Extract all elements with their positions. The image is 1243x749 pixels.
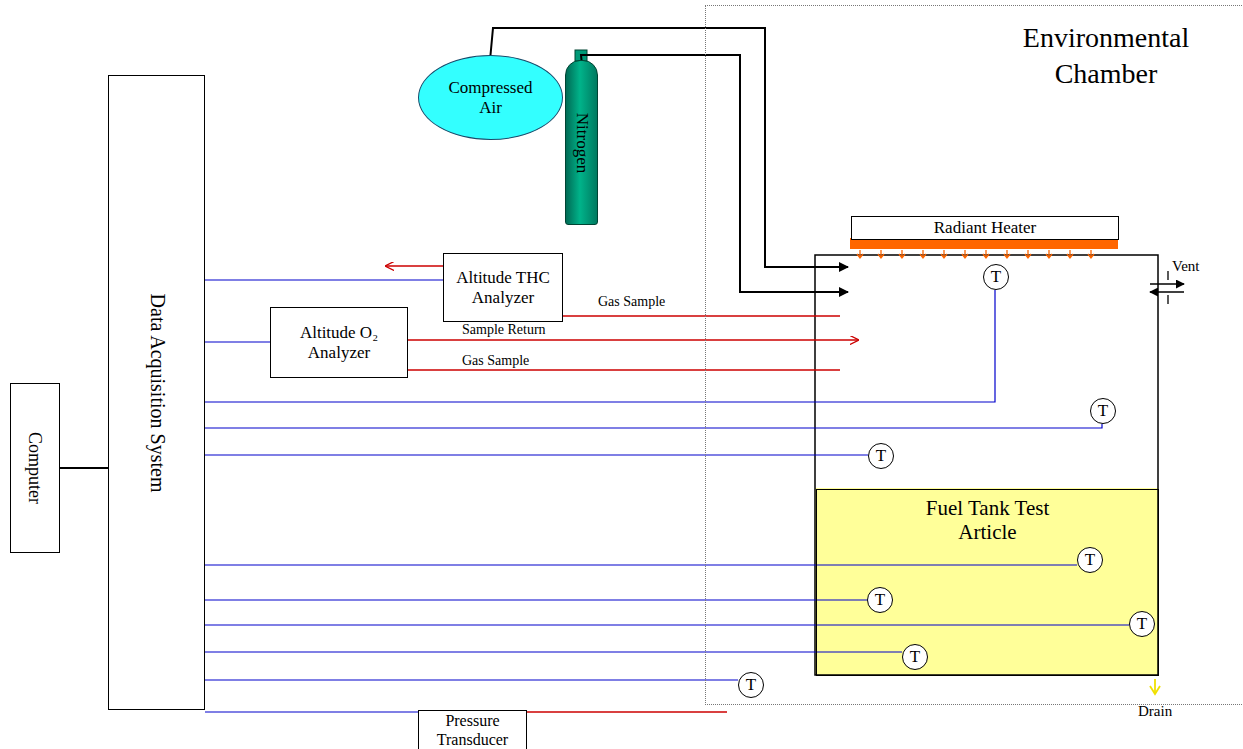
- sample-line: [563, 315, 840, 316]
- transducer-box: Pressure Transducer: [418, 710, 527, 749]
- node-label: Environmental Chamber: [976, 20, 1236, 93]
- drain-arrow: [1154, 679, 1156, 692]
- exhaust-arrow: [386, 265, 443, 266]
- heat-arrow: [857, 250, 863, 258]
- line-label: Sample Return: [462, 322, 546, 337]
- pressure-line: [527, 711, 727, 712]
- gas-cylinder: Nitrogen: [565, 60, 598, 225]
- heat-arrow: [878, 250, 884, 258]
- supply-line: [581, 55, 848, 292]
- heat-arrow: [983, 250, 989, 258]
- analyzer-box: Altitude THC Analyzer: [443, 253, 563, 322]
- thermocouple: T: [867, 587, 893, 613]
- thermocouple-label: T: [876, 446, 886, 466]
- signal-wire: [205, 454, 868, 455]
- signal-wire: [205, 624, 1129, 625]
- supply-line: [60, 467, 108, 469]
- thermocouple: T: [1129, 611, 1155, 637]
- heat-arrow: [899, 250, 905, 258]
- fuel-fill: [815, 488, 1158, 675]
- node-label: Radiant Heater: [934, 218, 1036, 238]
- signal-wire: [205, 679, 738, 680]
- line-label: Gas Sample: [598, 294, 665, 309]
- thermocouple-label: T: [910, 647, 920, 667]
- drain-arrow: [1150, 686, 1160, 694]
- thermocouple: T: [1077, 547, 1103, 573]
- supply-ellipse: Compressed Air: [418, 55, 563, 140]
- vent-pipe: [1167, 295, 1168, 304]
- heat-arrow: [920, 250, 926, 258]
- node-label: Altitude O₂ Analyzer: [294, 323, 384, 362]
- thermocouple-label: T: [746, 675, 756, 695]
- thermocouple: T: [868, 443, 894, 469]
- heat-arrow: [962, 250, 968, 258]
- signal-wire: [205, 290, 995, 402]
- vent-pipe: [1167, 271, 1168, 280]
- test-box: [815, 255, 1158, 675]
- node-label: Nitrogen: [572, 112, 592, 172]
- computer-box: Computer: [10, 383, 60, 553]
- heat-arrow: [1067, 250, 1073, 258]
- signal-wire: [205, 651, 902, 652]
- sample-line: [408, 369, 840, 370]
- heat-arrow: [1088, 250, 1094, 258]
- heat-arrows: [857, 250, 1094, 258]
- thermocouple-label: T: [991, 267, 1001, 287]
- return-line: [408, 339, 858, 340]
- signal-wire: [205, 341, 270, 342]
- signal-wire: [205, 711, 418, 712]
- thermocouple-label: T: [875, 590, 885, 610]
- signal-wire: [205, 564, 1077, 565]
- node-label: Computer: [25, 432, 46, 504]
- analyzer-box: Altitude O₂ Analyzer: [270, 307, 408, 378]
- line-label: Gas Sample: [462, 353, 529, 368]
- node-label: Fuel Tank Test Article: [903, 496, 1073, 544]
- vent-arrow: [1150, 291, 1184, 293]
- node-label: Altitude THC Analyzer: [449, 268, 557, 307]
- signal-wire: [205, 279, 443, 280]
- thermocouple-label: T: [1085, 550, 1095, 570]
- thermocouple: T: [983, 264, 1009, 290]
- thermocouple: T: [1090, 398, 1116, 424]
- chamber-region: Environmental ChamberRadiant HeaterTTTFu…: [705, 5, 1242, 705]
- heater-box: Radiant Heater: [851, 216, 1119, 240]
- node-label: Pressure Transducer: [423, 712, 523, 749]
- node-label: Data Acquisition System: [145, 293, 168, 492]
- heat-arrow: [1004, 250, 1010, 258]
- vent-arrow: [1150, 283, 1184, 285]
- supply-line: [491, 28, 849, 267]
- fuel-tank: Fuel Tank Test ArticleT T T T: [816, 489, 1159, 676]
- signal-wire: [205, 424, 1102, 428]
- line-label: Drain: [1138, 703, 1172, 720]
- heat-arrow: [941, 250, 947, 258]
- thermocouple: T: [902, 644, 928, 670]
- daq-box: Data Acquisition System: [108, 75, 205, 710]
- thermocouple-label: T: [1137, 614, 1147, 634]
- thermocouple: T: [738, 672, 764, 698]
- node-label: Compressed Air: [436, 78, 546, 117]
- line-label: Vent: [1172, 258, 1200, 275]
- heat-arrow: [1046, 250, 1052, 258]
- signal-wire: [205, 599, 867, 600]
- heat-arrow: [1025, 250, 1031, 258]
- thermocouple-label: T: [1098, 401, 1108, 421]
